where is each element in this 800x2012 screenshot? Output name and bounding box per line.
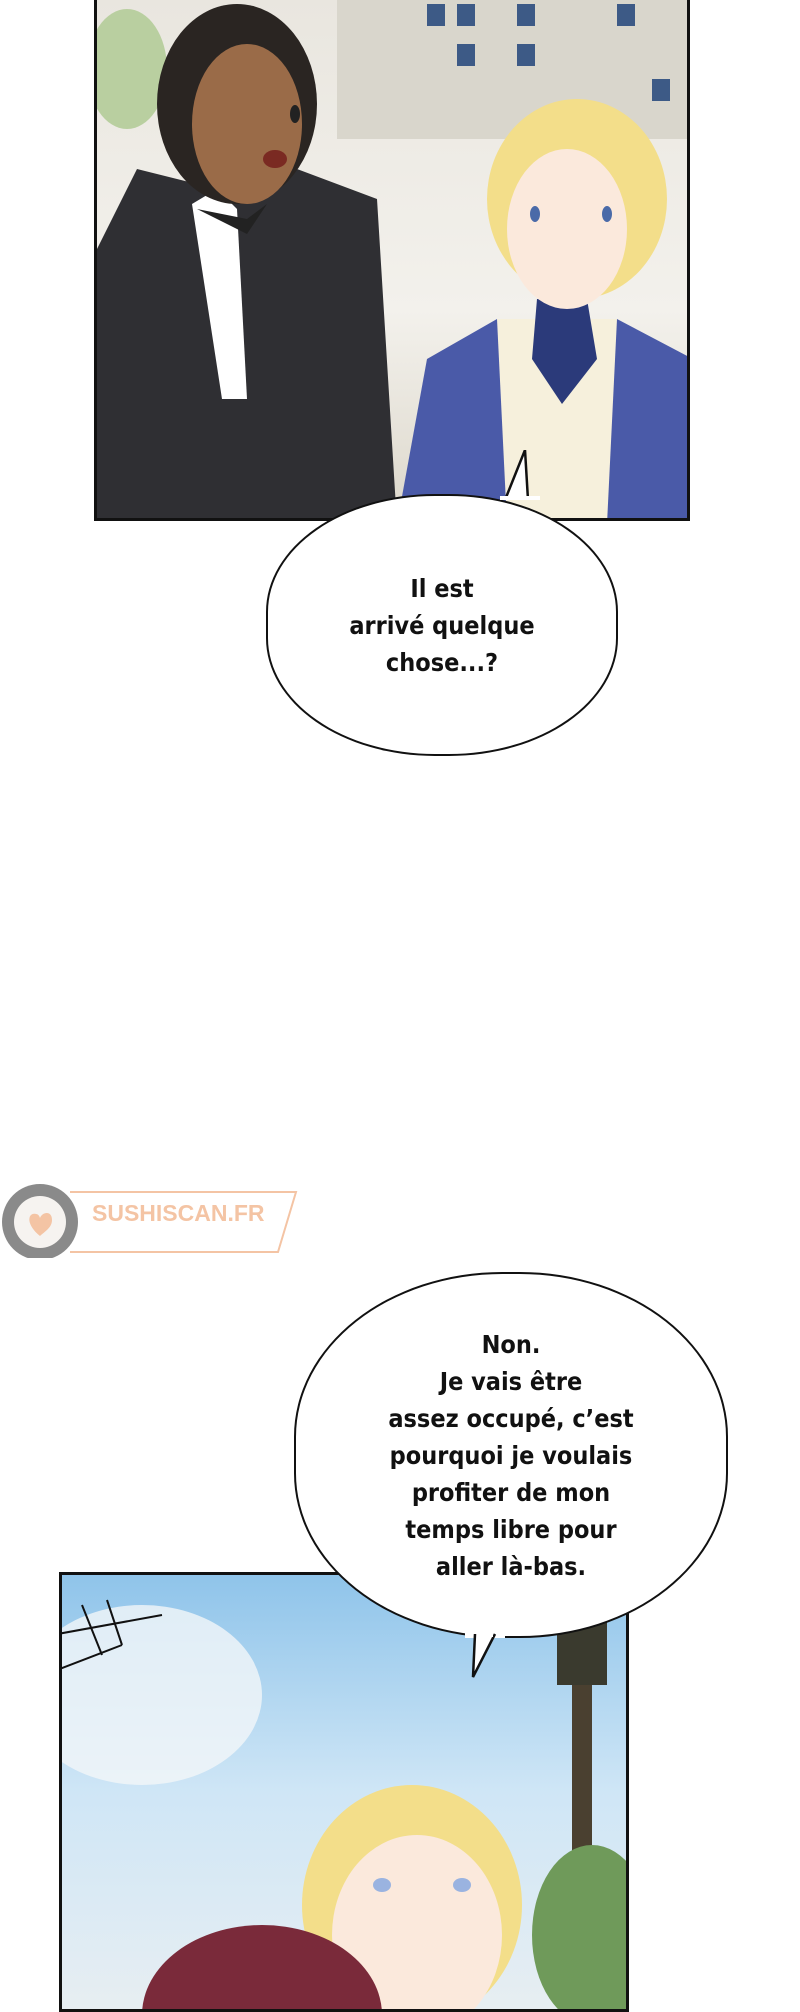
speech-bubble-1-tail [500,450,540,500]
bubble-line: Non. [481,1329,541,1359]
panel-1-artwork [97,0,687,518]
bubble-line: assez occupé, c’est [388,1403,634,1433]
watermark-logo-icon [2,1184,298,1258]
comic-panel-1 [94,0,690,521]
sushiscan-watermark: SUSHISCAN.FR [0,1178,300,1258]
watermark-text: SUSHISCAN.FR [92,1200,265,1226]
bubble-line: Il est [410,573,474,603]
bubble-line: Je vais être [439,1366,583,1396]
bubble-line: chose...? [385,647,499,677]
speech-bubble-2-tail [465,1632,505,1678]
bubble-line: profiter de mon [411,1477,611,1507]
bubble-line: temps libre pour [405,1514,617,1544]
comic-panel-2 [59,1572,629,2012]
panel-2-artwork [62,1599,626,2009]
bubble-line: pourquoi je voulais [389,1440,633,1470]
speech-bubble-2: Non. Je vais être assez occupé, c’est po… [294,1272,728,1638]
speech-bubble-1: Il est arrivé quelque chose...? [266,494,618,756]
bubble-line: arrivé quelque [349,610,535,640]
bubble-line: aller là-bas. [435,1551,587,1581]
